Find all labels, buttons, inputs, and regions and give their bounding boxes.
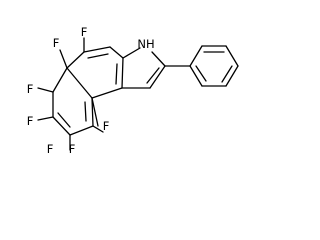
bond <box>66 67 93 99</box>
bond-double <box>57 112 71 128</box>
bond-double <box>195 65 207 82</box>
bond <box>66 51 85 69</box>
nh-atom-label: NH <box>137 37 154 51</box>
bond-double <box>146 67 160 84</box>
atom-labels: F F F F F F F NH <box>27 25 155 156</box>
bond <box>69 125 94 136</box>
bond <box>189 65 203 87</box>
bond <box>121 57 124 89</box>
bond <box>52 116 71 136</box>
bond <box>122 47 141 59</box>
bond <box>225 65 239 87</box>
bonds <box>37 37 239 151</box>
bond <box>151 51 166 67</box>
bond-double <box>84 101 87 122</box>
bond <box>189 45 203 67</box>
bond <box>59 49 68 69</box>
bond <box>91 97 94 127</box>
molecule-structure: F F F F F F F NH <box>27 25 239 156</box>
fluorine-atom-label: F <box>81 25 88 39</box>
fluorine-atom-label: F <box>103 119 110 133</box>
bond <box>52 67 68 93</box>
bond <box>92 125 104 133</box>
bond-double <box>221 65 233 83</box>
bond-double <box>87 53 109 59</box>
fluorine-atom-label: F <box>27 82 34 96</box>
bond <box>109 46 124 59</box>
bond-double <box>115 63 118 85</box>
bond <box>37 116 54 121</box>
bond <box>83 46 111 53</box>
fluorine-atom-label: F <box>69 142 76 156</box>
bond <box>149 65 166 89</box>
bond <box>91 97 99 127</box>
fluorine-atom-label: F <box>47 142 54 156</box>
bond <box>225 45 239 67</box>
bond <box>91 87 123 99</box>
fluorine-atom-label: F <box>27 114 34 128</box>
bond <box>37 87 54 93</box>
fluorine-atom-label: F <box>53 36 60 50</box>
